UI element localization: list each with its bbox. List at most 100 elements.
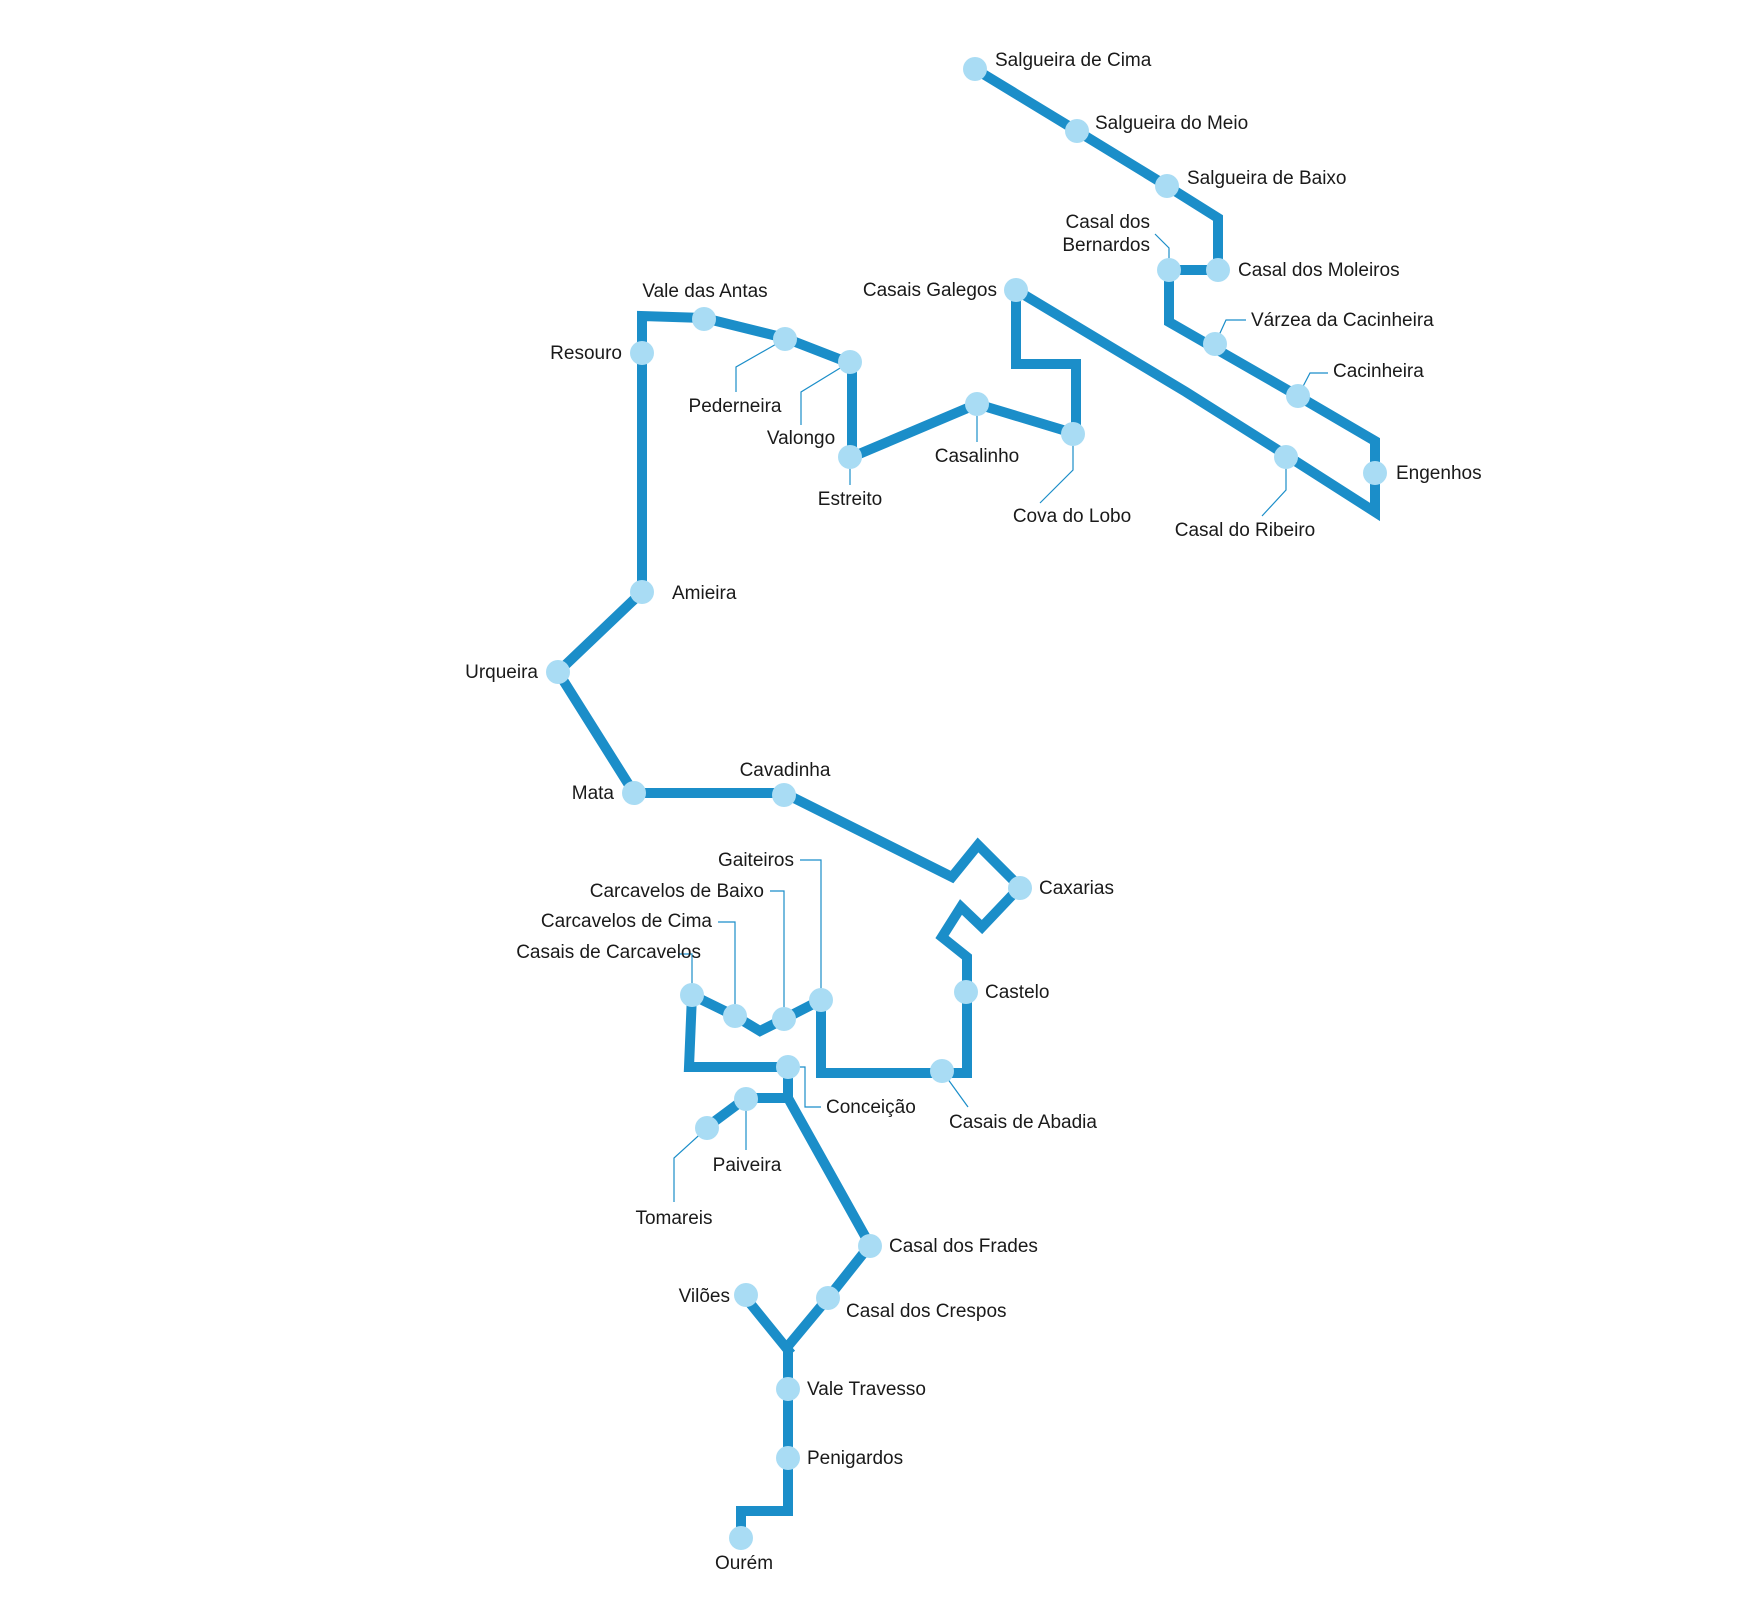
- station-label-line: Tomareis: [635, 1208, 712, 1229]
- station-label-line: Estreito: [818, 489, 882, 510]
- station-vale-das-antas[interactable]: [692, 307, 716, 331]
- station-engenhos[interactable]: [1363, 461, 1387, 485]
- station-pederneira[interactable]: [773, 327, 797, 351]
- station-label-line: Castelo: [985, 982, 1049, 1003]
- station-label-casal-do-ribeiro: Casal do Ribeiro: [1175, 520, 1315, 541]
- station-casal-dos-moleiros[interactable]: [1206, 258, 1230, 282]
- station-vale-travesso[interactable]: [776, 1377, 800, 1401]
- station-label-penigardos: Penigardos: [807, 1448, 903, 1469]
- station-label-line: Amieira: [672, 583, 737, 604]
- station-cacinheira[interactable]: [1286, 384, 1310, 408]
- station-label-vale-travesso: Vale Travesso: [807, 1379, 926, 1400]
- station-varzea-da-cacinheira[interactable]: [1203, 332, 1227, 356]
- station-label-line: Salgueira do Meio: [1095, 113, 1248, 134]
- station-label-line: Conceição: [826, 1097, 916, 1118]
- station-casal-dos-bernardos[interactable]: [1157, 258, 1181, 282]
- station-casal-dos-frades[interactable]: [858, 1234, 882, 1258]
- station-label-amieira: Amieira: [672, 583, 737, 604]
- station-label-cacinheira: Cacinheira: [1333, 361, 1424, 382]
- station-conceicao[interactable]: [776, 1055, 800, 1079]
- casais-de-carcavelos-leader-line: [678, 953, 693, 995]
- station-casais-de-carcavelos[interactable]: [680, 983, 704, 1007]
- station-label-castelo: Castelo: [985, 982, 1049, 1003]
- station-label-salgueira-de-cima: Salgueira de Cima: [995, 50, 1152, 71]
- station-label-salgueira-do-meio: Salgueira do Meio: [1095, 113, 1248, 134]
- station-label-line: Casal do Ribeiro: [1175, 520, 1315, 541]
- station-label-casalinho: Casalinho: [935, 446, 1020, 467]
- station-label-line: Gaiteiros: [718, 850, 794, 871]
- valongo-leader-line: [800, 361, 851, 425]
- station-salgueira-de-cima[interactable]: [963, 57, 987, 81]
- station-casal-dos-crespos[interactable]: [816, 1286, 840, 1310]
- station-caxarias[interactable]: [1008, 876, 1032, 900]
- station-label-mata: Mata: [572, 783, 615, 804]
- station-label-conceicao: Conceição: [826, 1097, 916, 1118]
- station-carcavelos-de-baixo[interactable]: [772, 1007, 796, 1031]
- station-label-line: Vale das Antas: [642, 281, 767, 302]
- station-castelo[interactable]: [954, 980, 978, 1004]
- station-casais-galegos[interactable]: [1004, 278, 1028, 302]
- station-casais-de-abadia[interactable]: [930, 1059, 954, 1083]
- route-line-segment: [551, 310, 1083, 1103]
- station-label-carcavelos-de-cima: Carcavelos de Cima: [541, 911, 712, 932]
- station-cavadinha[interactable]: [772, 783, 796, 807]
- station-label-line: Engenhos: [1396, 463, 1482, 484]
- station-label-engenhos: Engenhos: [1396, 463, 1482, 484]
- route-line-segment: [737, 1289, 796, 1358]
- station-label-line: Várzea da Cacinheira: [1251, 310, 1434, 331]
- station-carcavelos-de-cima[interactable]: [723, 1004, 747, 1028]
- station-label-line: Cavadinha: [740, 760, 831, 781]
- station-casalinho[interactable]: [965, 392, 989, 416]
- station-amieira[interactable]: [630, 580, 654, 604]
- station-valongo[interactable]: [838, 350, 862, 374]
- route-line-segment: [736, 1062, 876, 1543]
- station-label-line: Bernardos: [1062, 235, 1150, 256]
- pederneira-leader-line: [735, 338, 786, 392]
- station-cova-do-lobo[interactable]: [1061, 422, 1085, 446]
- station-salgueira-de-baixo[interactable]: [1155, 174, 1179, 198]
- station-label-line: Valongo: [767, 428, 835, 449]
- station-label-line: Casais Galegos: [863, 280, 997, 301]
- station-label-line: Cova do Lobo: [1013, 506, 1131, 527]
- station-label-urqueira: Urqueira: [465, 662, 538, 683]
- station-label-resouro: Resouro: [550, 343, 622, 364]
- station-penigardos[interactable]: [776, 1446, 800, 1470]
- station-label-line: Cacinheira: [1333, 361, 1424, 382]
- station-label-line: Mata: [572, 783, 615, 804]
- station-viloes[interactable]: [734, 1283, 758, 1307]
- station-label-cova-do-lobo: Cova do Lobo: [1013, 506, 1131, 527]
- station-label-cavadinha: Cavadinha: [740, 760, 831, 781]
- station-label-line: Casais de Carcavelos: [516, 942, 701, 963]
- station-casal-do-ribeiro[interactable]: [1274, 445, 1298, 469]
- station-paiveira[interactable]: [734, 1087, 758, 1111]
- station-gaiteiros[interactable]: [809, 988, 833, 1012]
- station-label-line: Salgueira de Baixo: [1187, 168, 1347, 189]
- station-label-casal-dos-moleiros: Casal dos Moleiros: [1238, 260, 1400, 281]
- station-label-carcavelos-de-baixo: Carcavelos de Baixo: [590, 881, 764, 902]
- station-label-gaiteiros: Gaiteiros: [718, 850, 794, 871]
- station-estreito[interactable]: [838, 445, 862, 469]
- station-salgueira-do-meio[interactable]: [1065, 119, 1089, 143]
- station-label-line: Casais de Abadia: [949, 1112, 1097, 1133]
- label-leader-lines: [673, 233, 1328, 1202]
- station-label-tomareis: Tomareis: [635, 1208, 712, 1229]
- station-label-line: Caxarias: [1039, 878, 1114, 899]
- station-label-line: Paiveira: [713, 1155, 782, 1176]
- station-label-line: Carcavelos de Baixo: [590, 881, 764, 902]
- station-label-line: Casal dos: [1066, 212, 1151, 233]
- station-label-estreito: Estreito: [818, 489, 882, 510]
- station-urqueira[interactable]: [546, 660, 570, 684]
- station-resouro[interactable]: [630, 341, 654, 365]
- station-mata[interactable]: [622, 781, 646, 805]
- station-label-line: Casalinho: [935, 446, 1020, 467]
- station-label-paiveira: Paiveira: [713, 1155, 782, 1176]
- station-label-line: Urqueira: [465, 662, 538, 683]
- station-ourem[interactable]: [729, 1526, 753, 1550]
- station-tomareis[interactable]: [695, 1116, 719, 1140]
- station-label-line: Salgueira de Cima: [995, 50, 1152, 71]
- station-label-viloes: Vilões: [679, 1286, 730, 1307]
- station-label-line: Carcavelos de Cima: [541, 911, 712, 932]
